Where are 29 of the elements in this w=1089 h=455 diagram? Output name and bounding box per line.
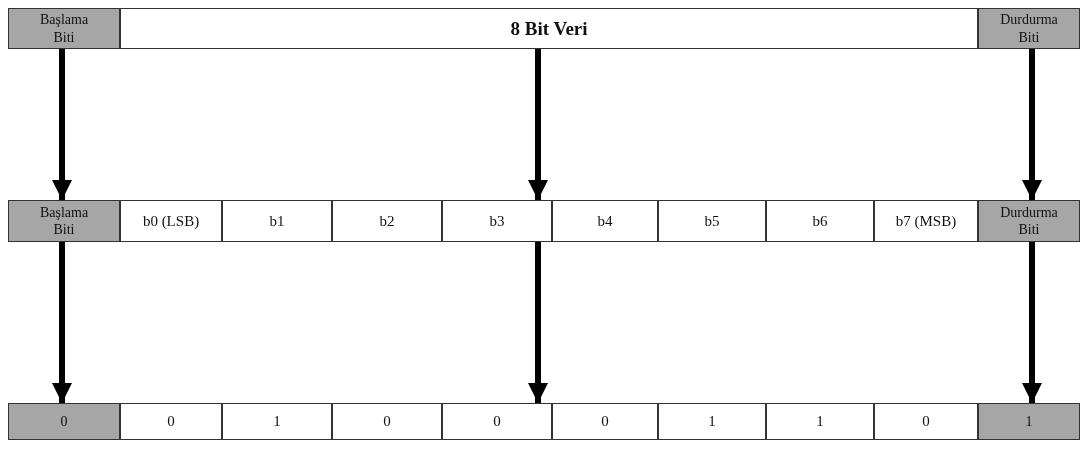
arrow (527, 242, 549, 403)
bit-cell: b4 (552, 200, 658, 242)
bit-value-cell: 0 (874, 403, 978, 440)
bit-cell: b3 (442, 200, 552, 242)
arrow (1021, 242, 1043, 403)
bit-cell: b6 (766, 200, 874, 242)
bit-cell: b2 (332, 200, 442, 242)
arrow (51, 49, 73, 200)
arrow (1021, 49, 1043, 200)
bit-cell: b1 (222, 200, 332, 242)
stop-bit-cell: Durdurma Biti (978, 8, 1080, 49)
bit-value-cell: 1 (222, 403, 332, 440)
start-bit-cell: Başlama Biti (8, 200, 120, 242)
start-bit-cell: Başlama Biti (8, 8, 120, 49)
arrow (527, 49, 549, 200)
start-bit-cell: 0 (8, 403, 120, 440)
bit-value-cell: 0 (332, 403, 442, 440)
bit-value-cell: 0 (442, 403, 552, 440)
arrow (51, 242, 73, 403)
bit-value-cell: 1 (658, 403, 766, 440)
bit-value-cell: 1 (766, 403, 874, 440)
bit-value-cell: 0 (552, 403, 658, 440)
bit-cell: b5 (658, 200, 766, 242)
stop-bit-cell: Durdurma Biti (978, 200, 1080, 242)
data-field-cell: 8 Bit Veri (120, 8, 978, 49)
bit-value-cell: 0 (120, 403, 222, 440)
stop-bit-cell: 1 (978, 403, 1080, 440)
bit-cell: b0 (LSB) (120, 200, 222, 242)
bit-cell: b7 (MSB) (874, 200, 978, 242)
